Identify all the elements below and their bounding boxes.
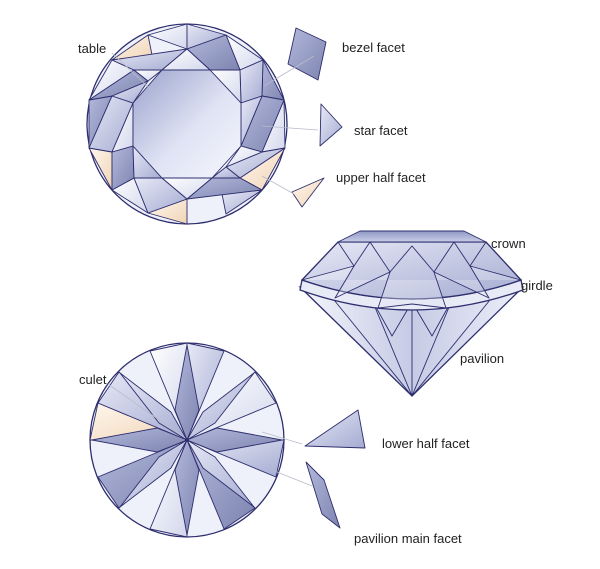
upper-half-facet-shape xyxy=(261,59,285,101)
label-pavilion: pavilion xyxy=(460,351,504,366)
side-view-diamond xyxy=(298,230,525,397)
bezel-facet-detached xyxy=(287,27,327,81)
bottom-view-diamond xyxy=(89,342,285,538)
label-culet: culet xyxy=(79,372,107,387)
lower-half-facet-detached xyxy=(304,409,366,449)
star-facet-shape xyxy=(225,145,263,168)
label-upper-half-facet: upper half facet xyxy=(336,170,426,185)
crown-facet-lines xyxy=(337,241,487,273)
label-star-facet: star facet xyxy=(354,123,408,138)
pavilion-facet-lines xyxy=(329,294,495,397)
top-view-diamond xyxy=(86,23,288,225)
upper-half-facet-detached xyxy=(291,177,325,208)
star-facet-leader-line xyxy=(261,125,319,131)
lower-half-facet-leader-line xyxy=(261,431,303,445)
label-table: table xyxy=(78,41,106,56)
pavilion-main-facet-detached xyxy=(305,461,341,529)
star-facet-shape xyxy=(211,166,241,179)
star-facet-detached xyxy=(319,103,343,147)
culet-leader-line xyxy=(107,383,186,439)
table-leader-line xyxy=(111,52,159,97)
star-facet-shape xyxy=(133,69,163,82)
bezel-facet-leader-line xyxy=(263,55,315,87)
upper-half-facet-shape xyxy=(88,147,113,191)
label-lower-half-facet: lower half facet xyxy=(382,436,470,451)
pavilion-main-facet-leader-line xyxy=(271,469,313,487)
table-facet-shape xyxy=(132,69,242,179)
label-bezel-facet: bezel facet xyxy=(342,40,405,55)
label-girdle: girdle xyxy=(521,278,553,293)
star-facet-shape xyxy=(111,80,149,104)
culet-point xyxy=(185,438,189,442)
crown-table-shape xyxy=(337,230,487,243)
upper-half-facet-leader-line xyxy=(261,175,295,195)
label-crown: crown xyxy=(491,236,526,251)
label-pavilion-main-facet: pavilion main facet xyxy=(354,531,462,546)
crown-facet-lines xyxy=(301,265,522,309)
